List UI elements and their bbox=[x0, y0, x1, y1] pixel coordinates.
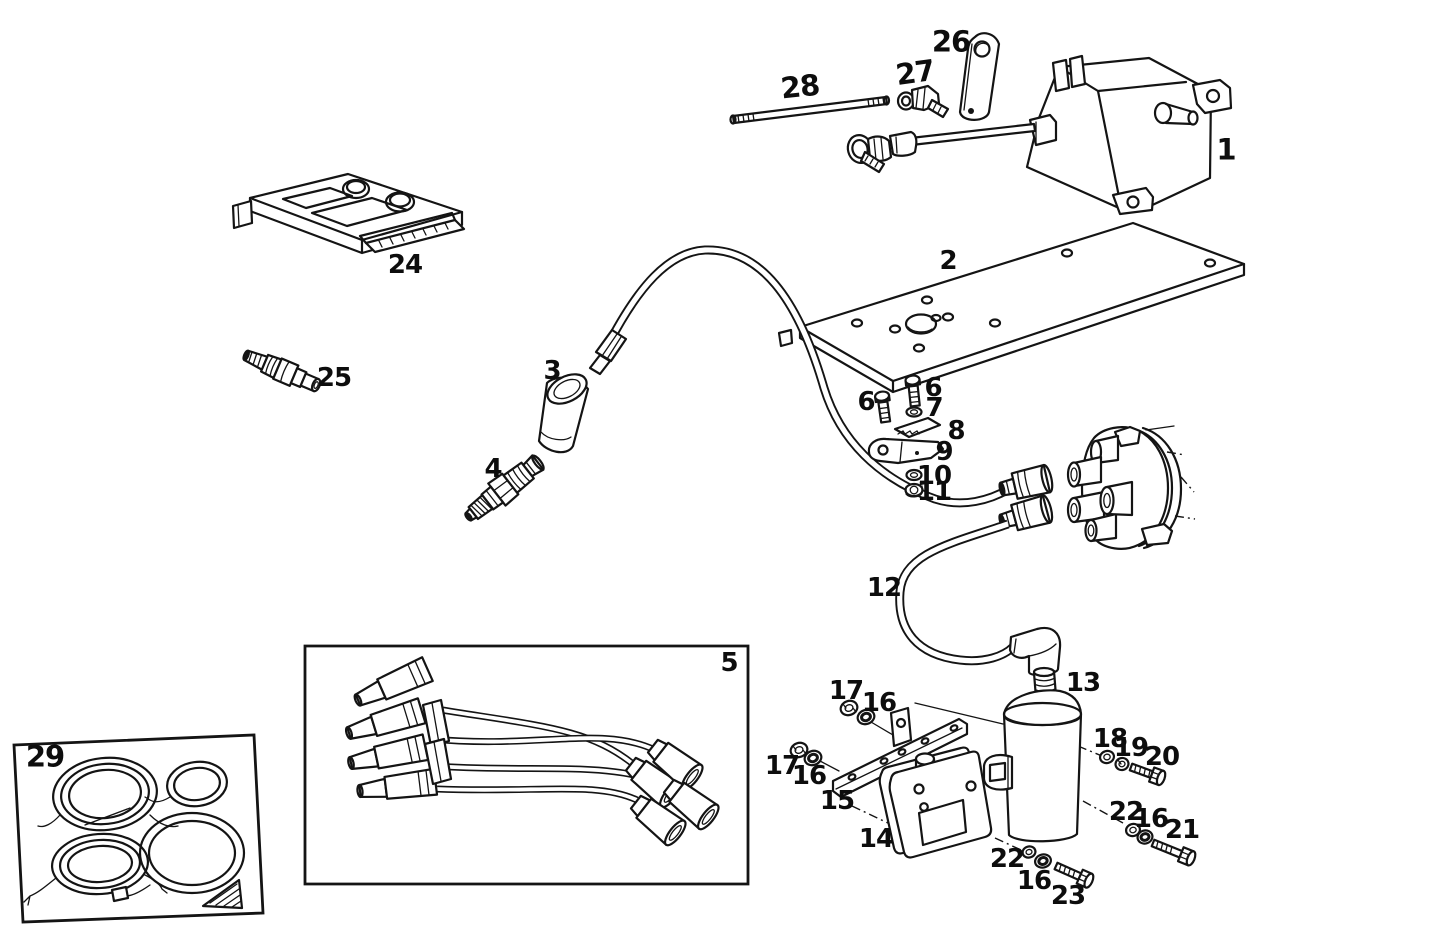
part-label-2: 2 bbox=[939, 246, 957, 276]
part-label-26: 26 bbox=[931, 24, 971, 59]
part-label-8: 8 bbox=[947, 416, 965, 446]
part-15-strap-drawing bbox=[831, 706, 969, 799]
part-14-bracket-drawing bbox=[878, 746, 993, 859]
cable-boot-a-drawing bbox=[998, 463, 1054, 500]
part-label-13: 13 bbox=[1065, 668, 1101, 698]
part-label-3: 3 bbox=[543, 356, 561, 386]
washers-16-17-drawing bbox=[789, 699, 876, 767]
part-label-1: 1 bbox=[1216, 132, 1236, 167]
part-4-spark-plug-drawing bbox=[464, 454, 545, 522]
part-label-6a: 6 bbox=[857, 387, 875, 417]
part-label-16a: 16 bbox=[861, 688, 897, 718]
part-3-plug-boot-drawing bbox=[537, 373, 590, 454]
part-label-16c: 16 bbox=[1133, 804, 1169, 834]
part-label-17b: 17 bbox=[764, 751, 800, 781]
part-label-7: 7 bbox=[925, 393, 943, 423]
part-label-15: 15 bbox=[819, 786, 855, 816]
hardware-6-11-drawing bbox=[867, 374, 945, 498]
part-label-24: 24 bbox=[387, 250, 423, 280]
part-label-14: 14 bbox=[858, 824, 894, 854]
part-26-lever-drawing bbox=[958, 32, 1001, 121]
part-label-21: 21 bbox=[1164, 815, 1200, 845]
part-28-rod-drawing bbox=[729, 95, 891, 125]
part-label-16b: 16 bbox=[791, 761, 827, 791]
part-label-6b: 6 bbox=[924, 373, 942, 403]
part-label-4: 4 bbox=[484, 454, 502, 484]
part-label-10: 10 bbox=[916, 461, 952, 491]
distributor-drawing bbox=[1066, 425, 1196, 550]
part-label-18: 18 bbox=[1092, 724, 1128, 754]
part-2-mounting-plate-drawing bbox=[777, 221, 1246, 394]
part-label-20: 20 bbox=[1144, 742, 1180, 772]
part-label-22b: 22 bbox=[989, 844, 1025, 874]
part-label-29: 29 bbox=[25, 739, 65, 774]
part-label-27: 27 bbox=[893, 53, 937, 93]
hardware-right-drawing bbox=[1021, 749, 1197, 889]
part-5-wire-set-box-drawing bbox=[303, 644, 750, 886]
spark-plug-cable-drawing bbox=[588, 245, 1012, 508]
part-label-11: 11 bbox=[916, 477, 952, 507]
part-label-23: 23 bbox=[1050, 881, 1086, 911]
part-label-5: 5 bbox=[720, 648, 738, 678]
part-1-control-box-drawing bbox=[1025, 54, 1233, 216]
part-27-link-end-drawing bbox=[896, 84, 950, 119]
part-25-connector-drawing bbox=[242, 349, 322, 393]
part-29-harness-box-drawing bbox=[12, 733, 265, 924]
part-label-16d: 16 bbox=[1016, 866, 1052, 896]
part-label-22a: 22 bbox=[1108, 797, 1144, 827]
part-12-coil-cable-drawing bbox=[895, 519, 1062, 677]
part-label-28: 28 bbox=[779, 67, 821, 106]
part-label-9: 9 bbox=[935, 437, 953, 467]
part-label-17a: 17 bbox=[828, 676, 864, 706]
part-label-25: 25 bbox=[316, 363, 352, 393]
part-label-12: 12 bbox=[866, 573, 902, 603]
lower-linkage-rod-drawing bbox=[846, 122, 1037, 174]
part-label-19: 19 bbox=[1113, 733, 1149, 763]
part-24-module-drawing bbox=[231, 172, 466, 255]
assembly-leader-lines bbox=[819, 702, 1124, 851]
part-13-ignition-coil-drawing bbox=[982, 666, 1083, 843]
